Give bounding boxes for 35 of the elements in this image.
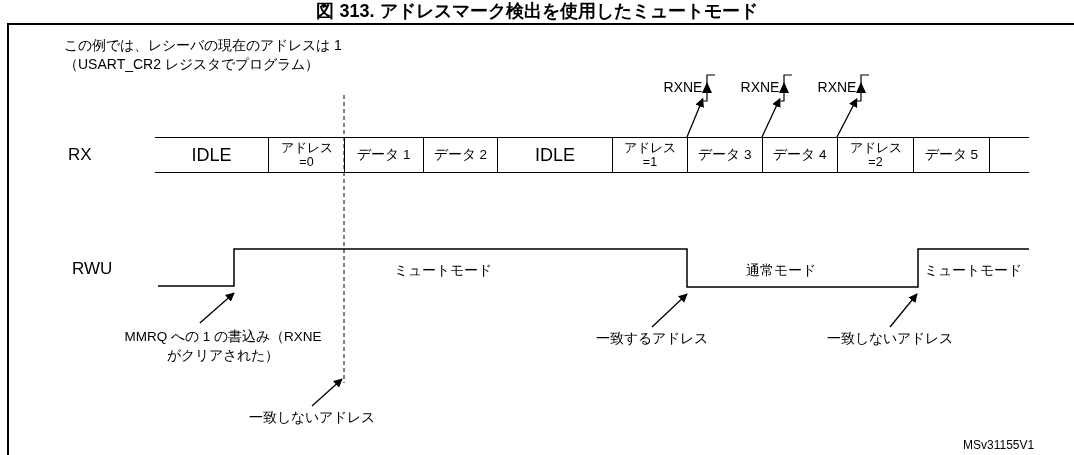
- figure-code: MSv31155V1: [963, 438, 1035, 452]
- frame-cell: データ 2: [423, 137, 497, 173]
- frame-cell: IDLE: [497, 137, 612, 173]
- title: 図 313. アドレスマーク検出を使用したミュートモード: [315, 0, 759, 22]
- signal-name: RX: [68, 145, 92, 165]
- annotation-text: 一致しないアドレス: [226, 408, 398, 428]
- arrow: [836, 97, 858, 138]
- flag-label: RXNE: [815, 78, 859, 96]
- arrow: [889, 293, 918, 328]
- mode-label: ミュートモード: [394, 262, 492, 280]
- arrow: [651, 293, 688, 328]
- flag-label: RXNE: [738, 78, 782, 96]
- empty-frame-cell: [989, 137, 1029, 173]
- arrow: [761, 97, 781, 138]
- frame-cell: データ 3: [687, 137, 762, 173]
- frame-cell: アドレス =0: [268, 137, 344, 173]
- annotation-text: MMRQ への 1 の書込み（RXNE がクリアされた）: [118, 327, 328, 367]
- arrow: [311, 378, 343, 407]
- arrow: [199, 292, 235, 324]
- frame-cell: IDLE: [155, 137, 268, 173]
- flag-label: RXNE: [661, 78, 705, 96]
- annotation-text: 一致するアドレス: [576, 329, 728, 349]
- frame-cell: アドレス =2: [837, 137, 913, 173]
- frame-cell: データ 5: [913, 137, 989, 173]
- mode-label: ミュートモード: [924, 262, 1022, 280]
- dashed-marker-line: [343, 94, 345, 384]
- frame-cell: データ 1: [344, 137, 423, 173]
- annotation-text: 一致しないアドレス: [804, 329, 976, 349]
- note-text: この例では、レシーバの現在のアドレスは 1（USART_CR2 レジスタでプログラム）: [64, 36, 343, 74]
- arrow: [686, 97, 704, 138]
- signal-name: RWU: [72, 259, 113, 279]
- frame-cell: アドレス =1: [612, 137, 687, 173]
- mode-label: 通常モード: [746, 262, 816, 280]
- waveform: [157, 248, 1030, 288]
- frame-cell: データ 4: [762, 137, 837, 173]
